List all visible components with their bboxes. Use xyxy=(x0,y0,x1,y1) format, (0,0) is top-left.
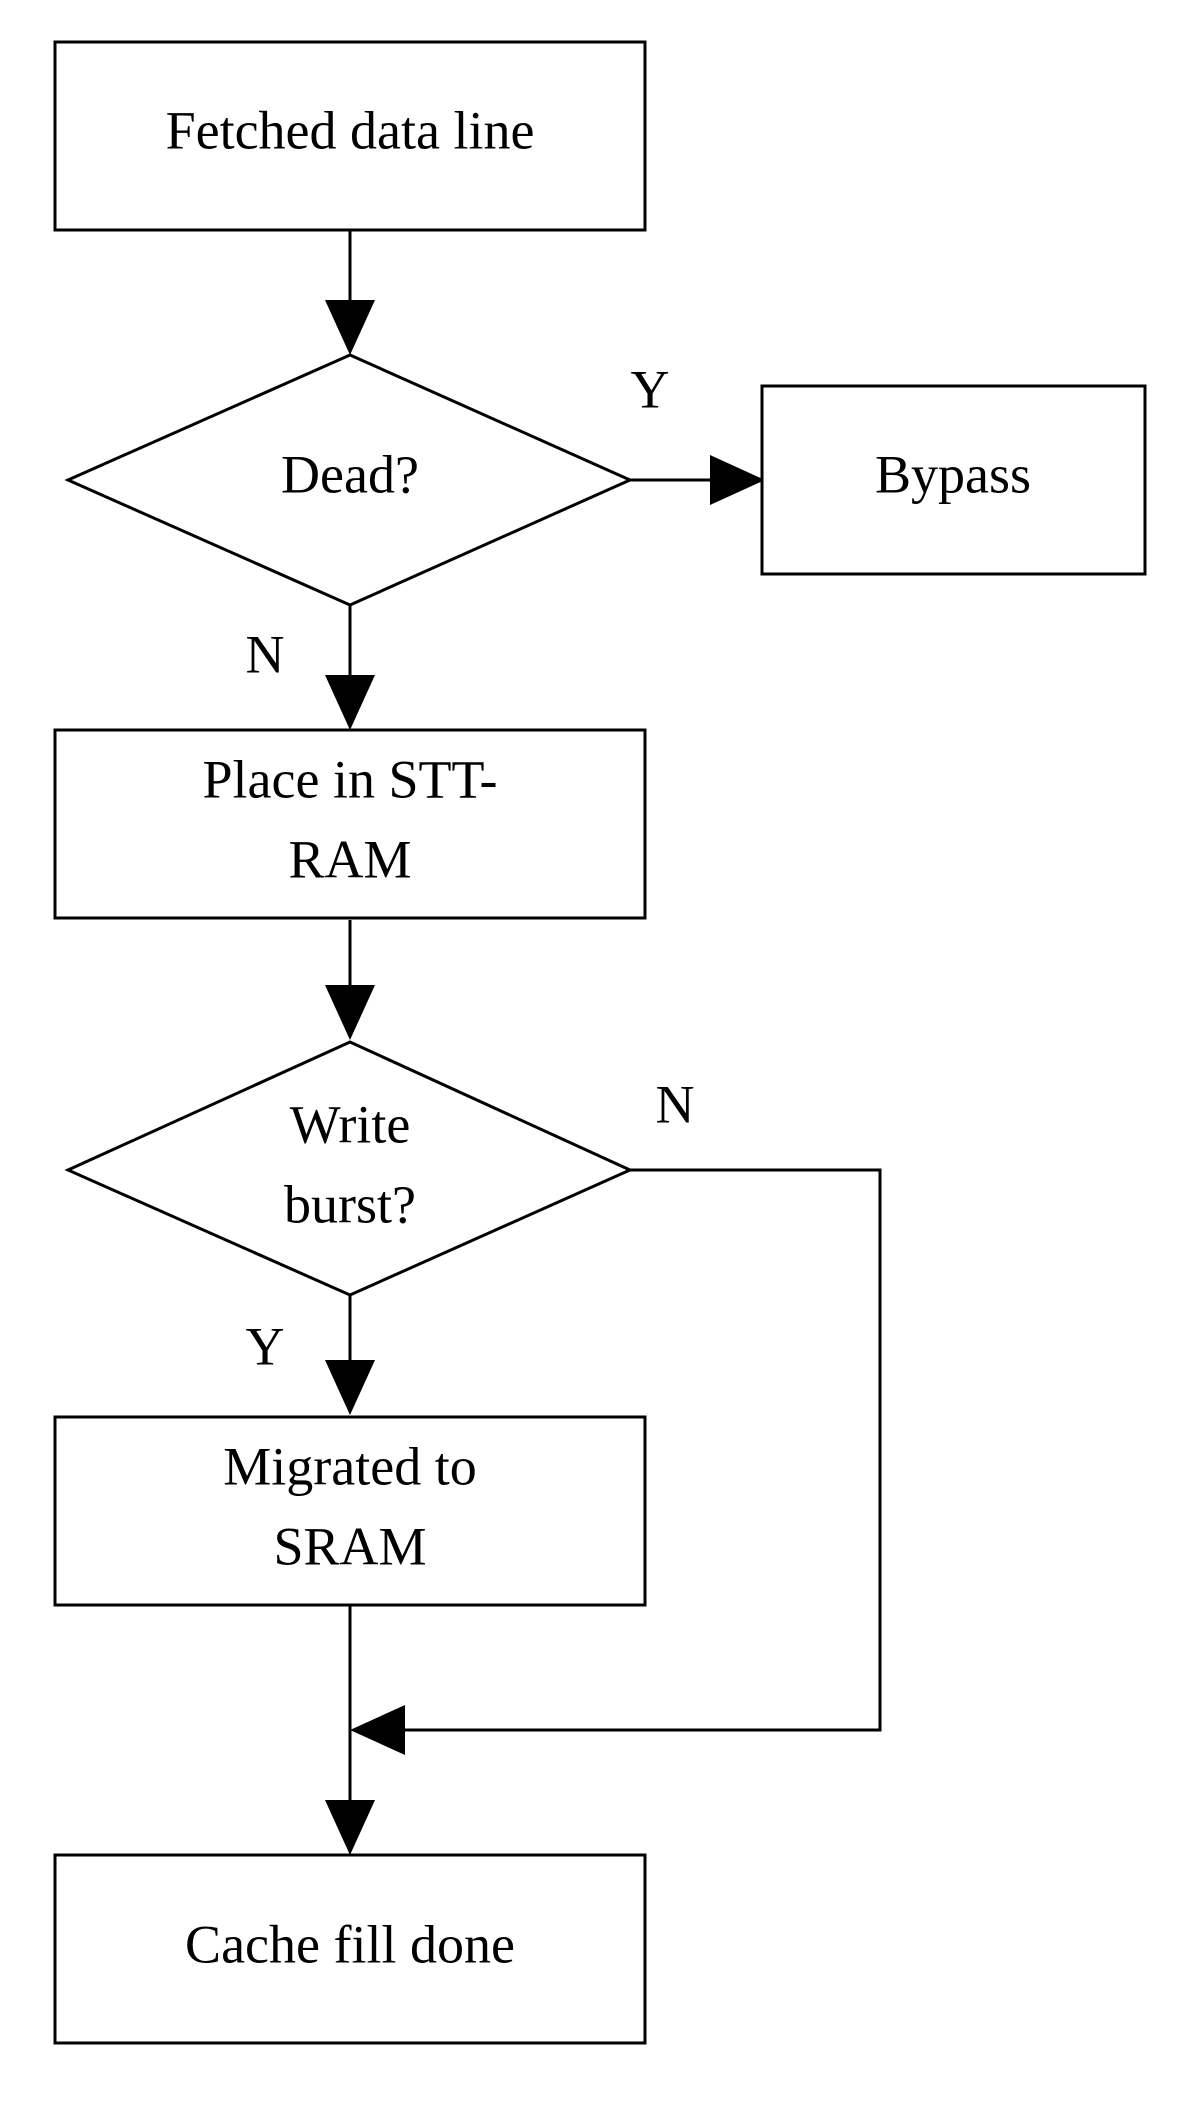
migrated-to-sram-label-line2: SRAM xyxy=(273,1516,426,1576)
fetched-data-line-box xyxy=(53,40,647,232)
arrowhead-dead-to-bypass xyxy=(710,455,765,505)
place-in-stt-ram-box xyxy=(53,728,647,920)
arrowhead-write-to-migrated xyxy=(325,1360,375,1415)
write-yes-label: Y xyxy=(246,1316,285,1376)
write-burst-decision-diamond xyxy=(64,1040,634,1297)
cache-fill-done-box xyxy=(53,1853,647,2045)
arrowhead-migrated-to-done xyxy=(325,1800,375,1855)
bypass-box xyxy=(760,384,1147,576)
dead-yes-label: Y xyxy=(631,359,670,419)
bypass-label: Bypass xyxy=(875,444,1031,504)
place-in-stt-ram-label-line2: RAM xyxy=(288,829,411,889)
arrowhead-merge xyxy=(350,1705,405,1755)
write-burst-label-line2: burst? xyxy=(284,1174,416,1234)
migrated-to-sram-box xyxy=(53,1415,647,1607)
place-in-stt-ram-label-line1: Place in STT- xyxy=(203,749,498,809)
dead-no-label: N xyxy=(246,624,285,684)
migrated-to-sram-label-line1: Migrated to xyxy=(223,1436,476,1496)
dead-decision-diamond xyxy=(64,353,634,607)
dead-decision-label: Dead? xyxy=(281,444,419,504)
write-no-label: N xyxy=(656,1074,695,1134)
write-burst-label-line1: Write xyxy=(290,1094,411,1154)
arrowhead-dead-to-place xyxy=(325,675,375,730)
arrowhead-fetched-to-dead xyxy=(325,300,375,355)
connector-write-no-path xyxy=(405,1168,882,1732)
cache-fill-done-label: Cache fill done xyxy=(185,1914,515,1974)
arrowhead-place-to-write xyxy=(325,985,375,1040)
fetched-data-line-label: Fetched data line xyxy=(166,100,535,160)
